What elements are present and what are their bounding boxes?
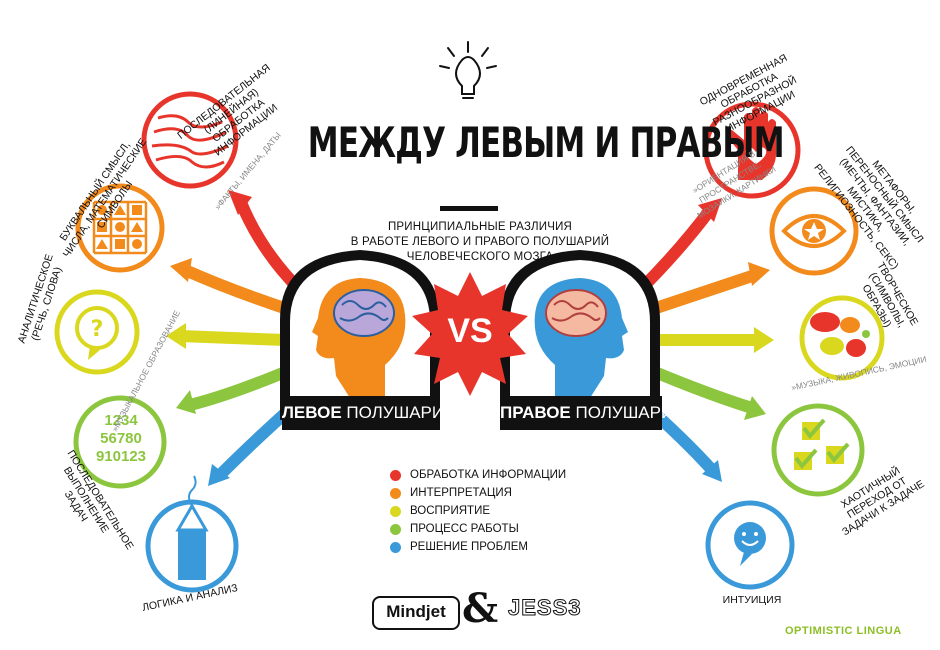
paint-splashes-icon (810, 312, 870, 357)
legend-label: РЕШЕНИЕ ПРОБЛЕМ (410, 541, 528, 553)
legend-label: ВОСПРИЯТИЕ (410, 505, 491, 517)
legend-dot-blue (390, 541, 401, 553)
vs-star-icon (412, 272, 528, 396)
legend-label: ПРОЦЕСС РАБОТЫ (410, 523, 519, 535)
page-title: МЕЖДУ ЛЕВЫМ И ПРАВЫМ (307, 118, 785, 167)
linear-lines-icon (151, 114, 229, 169)
left-brain-icon (333, 289, 395, 337)
svg-text:?: ? (91, 317, 104, 342)
left-hemisphere-bold: ЛЕВОЕ (282, 403, 342, 422)
legend-item: ИНТЕРПРЕТАЦИЯ (390, 484, 566, 502)
hand-heart-icon (726, 107, 776, 180)
legend-dot-red (390, 469, 401, 481)
numbers-line-3: 910123 (95, 448, 147, 465)
legend-label: ИНТЕРПРЕТАЦИЯ (410, 487, 512, 499)
shapes-grid-icon (92, 200, 148, 255)
jess3-logo: JESS3 (508, 595, 582, 621)
left-hemisphere-label: ЛЕВОЕ ПОЛУШАРИЕ (282, 396, 455, 430)
legend-item: РЕШЕНИЕ ПРОБЛЕМ (390, 538, 566, 556)
brand-watermark: OPTIMISTIC LINGUA (785, 625, 902, 637)
right-hemisphere-label: ПРАВОЕ ПОЛУШАРИЕ (500, 396, 685, 430)
subtitle: ПРИНЦИПИАЛЬНЫЕ РАЗЛИЧИЯ В РАБОТЕ ЛЕВОГО … (330, 220, 630, 265)
numbers-line-2: 56780 (100, 430, 142, 447)
legend-label: ОБРАБОТКА ИНФОРМАЦИИ (410, 469, 567, 481)
title-underline (440, 206, 498, 211)
legend-item: ОБРАБОТКА ИНФОРМАЦИИ (390, 466, 566, 484)
numbers-icon: 1234 56780 910123 (86, 412, 156, 466)
question-bubble-icon: ? (75, 306, 119, 360)
legend-dot-orange (390, 487, 401, 499)
left-arrow-heads (166, 190, 252, 486)
right-head-icon (534, 278, 628, 398)
legend-dot-yellow (390, 505, 401, 517)
right-arrows (634, 204, 766, 476)
right-item-5-label: ИНТУИЦИЯ (722, 594, 782, 606)
ampersand-logo: & (462, 585, 499, 632)
legend-item: ПРОЦЕСС РАБОТЫ (390, 520, 566, 538)
checkmarks-icon (794, 418, 850, 470)
pencil-icon (175, 475, 209, 580)
left-hemisphere-rest: ПОЛУШАРИЕ (341, 403, 456, 422)
eye-star-icon (781, 214, 847, 248)
subtitle-line-1: ПРИНЦИПИАЛЬНЫЕ РАЗЛИЧИЯ (387, 221, 573, 233)
right-hemisphere-rest: ПОЛУШАРИЕ (570, 403, 685, 422)
numbers-line-1: 1234 (104, 412, 138, 429)
right-arrow-heads (698, 198, 774, 482)
subtitle-line-2: В РАБОТЕ ЛЕВОГО И ПРАВОГО ПОЛУШАРИЙ (350, 236, 610, 248)
mindjet-logo: Mindjet (372, 596, 460, 630)
right-brain-icon (545, 289, 607, 337)
left-head-icon (312, 278, 406, 398)
smiley-bubble-icon (734, 522, 766, 566)
legend-dot-green (390, 523, 401, 535)
lightbulb-icon (439, 41, 497, 99)
legend-item: ВОСПРИЯТИЕ (390, 502, 566, 520)
right-hemisphere-bold: ПРАВОЕ (500, 403, 571, 422)
vs-label: VS (447, 312, 493, 350)
legend: ОБРАБОТКА ИНФОРМАЦИИ ИНТЕРПРЕТАЦИЯ ВОСПР… (390, 466, 566, 556)
subtitle-line-3: ЧЕЛОВЕЧЕСКОГО МОЗГА (406, 251, 554, 263)
